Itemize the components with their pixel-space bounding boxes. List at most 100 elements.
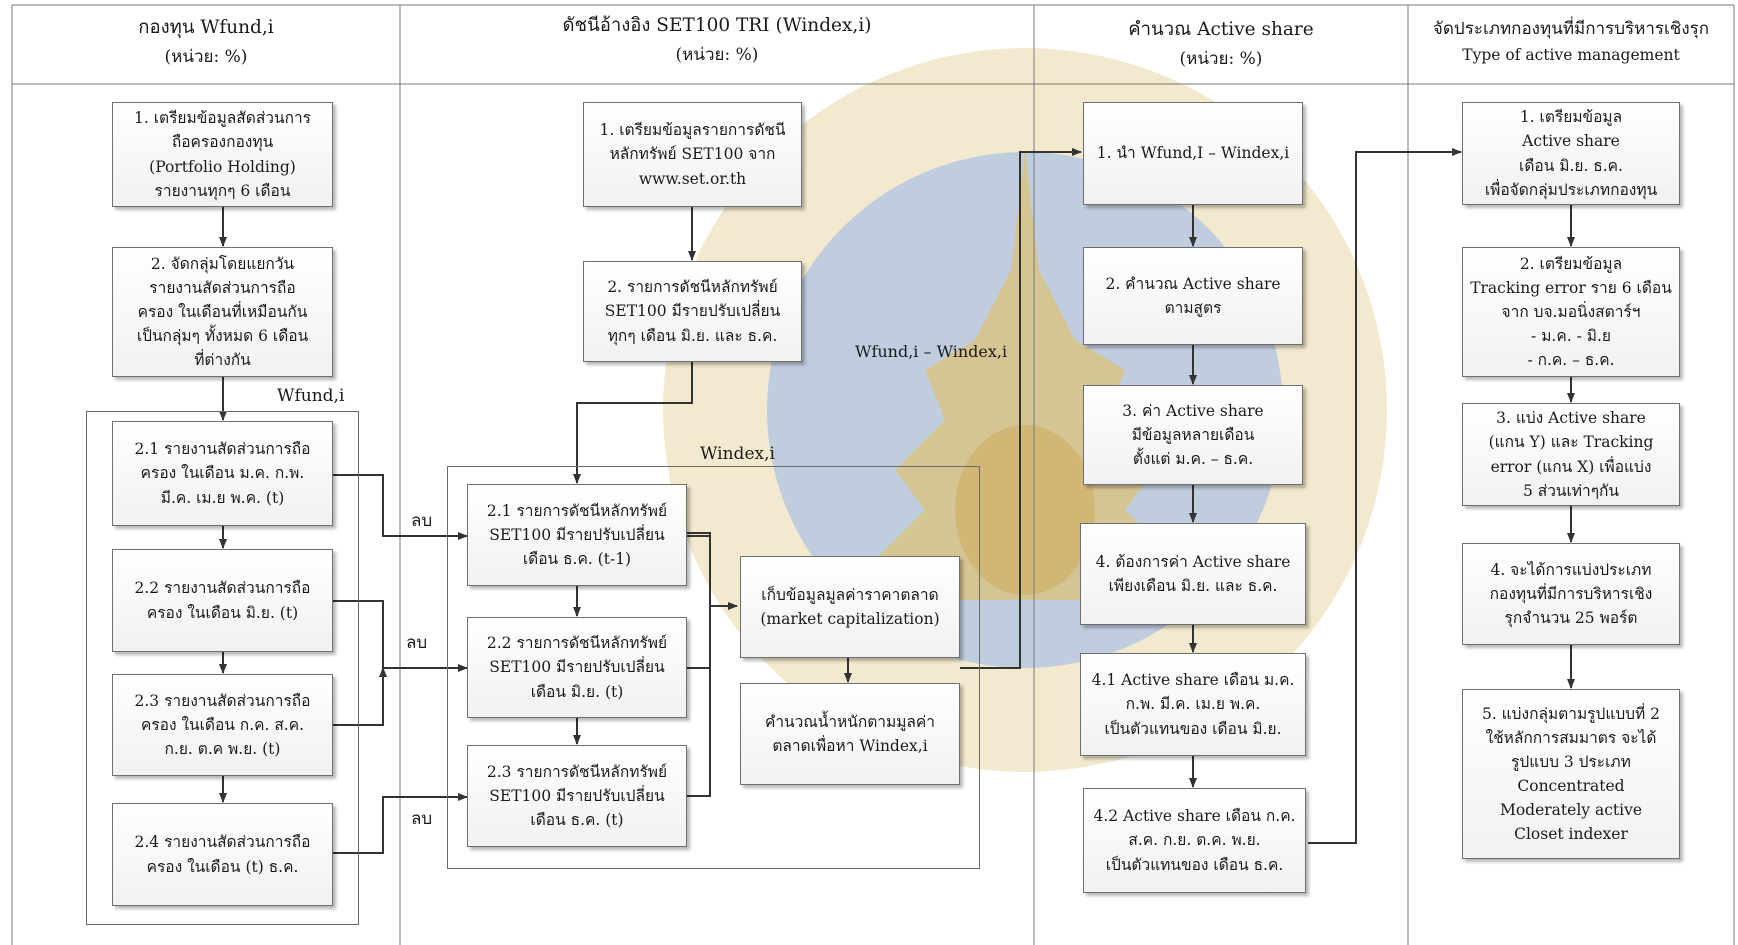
step-prepare-set100-list: 1. เตรียมข้อมูลรายการดัชนีหลักทรัพย์ SET…	[583, 102, 802, 207]
step-text-line: เดือน มิ.ย. (t)	[530, 682, 624, 701]
step-text-line: 1. เตรียมข้อมูล	[1519, 108, 1623, 127]
group-wfund-label: Wfund,i	[277, 386, 345, 406]
step-text-line: เดือน มิ.ย. ธ.ค.	[1519, 156, 1623, 175]
step-active-share-jul-nov: 4.2 Active share เดือน ก.ค. ส.ค. ก.ย. ต.ค…	[1083, 788, 1306, 893]
step-text-line: 2. จัดกลุ่มโดยแยกวัน	[150, 254, 295, 273]
step-holding-jan-may: 2.1 รายงานสัดส่วนการถือครอง ในเดือน ม.ค.…	[112, 421, 333, 526]
step-text-line: 4.2 Active share เดือน ก.ค.	[1093, 807, 1296, 826]
minus-label-3: ลบ	[411, 809, 433, 829]
step-text-line: ก.ย. ต.ค พ.ย. (t)	[164, 740, 281, 758]
step-text-line: 1. นำ Wfund,I – Windex,i	[1096, 144, 1290, 163]
step-text-line: error (แกน X) เพื่อแบ่ง	[1490, 457, 1652, 476]
step-text-line: 4.1 Active share เดือน ม.ค.	[1091, 671, 1295, 690]
step-text-line: 2.3 รายงานสัดส่วนการถือ	[134, 691, 311, 710]
step-text-line: ครอง ในเดือน (t) ธ.ค.	[146, 857, 299, 876]
step-text-line: 2. เตรียมข้อมูล	[1519, 254, 1623, 273]
step-text-line: Tracking error ราย 6 เดือน	[1470, 278, 1672, 297]
header-index: ดัชนีอ้างอิง SET100 TRI (Windex,i) (หน่ว…	[400, 12, 1034, 69]
step-text-line: SET100 มีรายปรับเปลี่ยน	[489, 786, 665, 805]
group-windex	[447, 466, 980, 869]
header-type: จัดประเภทกองทุนที่มีการบริหารเชิงรุก Typ…	[1408, 16, 1734, 69]
step-text-line: ครอง ในเดือน มิ.ย. (t)	[146, 603, 299, 622]
step-collect-market-cap: เก็บข้อมูลมูลค่าราคาตลาด(market capitali…	[740, 556, 960, 658]
step-text-line: กองทุนที่มีการบริหารเชิง	[1489, 584, 1653, 603]
step-text-line: Closet indexer	[1514, 825, 1628, 844]
step-text-line: 2.1 รายการดัชนีหลักทรัพย์	[486, 501, 668, 520]
step-holding-dec: 2.4 รายงานสัดส่วนการถือครอง ในเดือน (t) …	[112, 803, 333, 906]
step-subtract-weights: 1. นำ Wfund,I – Windex,i	[1083, 102, 1303, 205]
step-group-report-dates: 2. จัดกลุ่มโดยแยกวันรายงานสัดส่วนการถือค…	[112, 247, 333, 377]
step-text-line: 2. คำนวณ Active share	[1105, 274, 1281, 293]
step-split-quintiles: 3. แบ่ง Active share (แกน Y) และ Tracking…	[1462, 403, 1680, 506]
step-text-line: รุกจำนวน 25 พอร์ต	[1504, 609, 1638, 627]
step-text-line: Concentrated	[1517, 777, 1625, 795]
step-text-line: 2.4 รายงานสัดส่วนการถือ	[134, 833, 311, 852]
step-text-line: 5. แบ่งกลุ่มตามรูปแบบที่ 2	[1481, 704, 1661, 723]
step-set100-dec-t: 2.3 รายการดัชนีหลักทรัพย์ SET100 มีรายปรั…	[467, 745, 687, 847]
step-text-line: ทุกๆ เดือน มิ.ย. และ ธ.ค.	[607, 326, 778, 345]
step-calc-weight-windex: คำนวณน้ำหนักตามมูลค่าตลาดเพื่อหา Windex,…	[740, 683, 960, 785]
step-set100-rebalance: 2. รายการดัชนีหลักทรัพย์ SET100 มีรายปรับ…	[583, 261, 802, 362]
step-text-line: รูปแบบ 3 ประเภท	[1511, 752, 1631, 771]
step-text-line: ที่ต่างกัน	[194, 351, 251, 370]
step-text-line: มี.ค. เม.ย พ.ค. (t)	[160, 488, 285, 507]
step-text-line: 5 ส่วนเท่าๆกัน	[1522, 481, 1620, 500]
step-set100-jun-t: 2.2 รายการดัชนีหลักทรัพย์SET100 มีรายปรั…	[467, 617, 687, 718]
step-prepare-holding: 1. เตรียมข้อมูลสัดส่วนการถือครองกองทุน(P…	[112, 102, 333, 207]
step-text-line: เดือน ธ.ค. (t-1)	[522, 550, 632, 568]
header-type-title: จัดประเภทกองทุนที่มีการบริหารเชิงรุก	[1432, 19, 1710, 39]
group-wfund	[86, 411, 359, 925]
step-text-line: (market capitalization)	[760, 610, 940, 628]
step-text-line: ก.พ. มี.ค. เม.ย พ.ค.	[1125, 695, 1261, 714]
step-text-line: ส.ค. ก.ย. ต.ค. พ.ย.	[1128, 831, 1261, 850]
step-text-line: รายงานทุกๆ 6 เดือน	[154, 181, 291, 200]
step-text-line: เป็นกลุ่มๆ ทั้งหมด 6 เดือน	[136, 327, 309, 345]
header-active-share-title: คำนวณ Active share	[1128, 19, 1314, 40]
step-text-line: SET100 มีรายปรับเปลี่ยน	[604, 302, 781, 321]
step-holding-jul-nov: 2.3 รายงานสัดส่วนการถือครอง ในเดือน ก.ค.…	[112, 674, 333, 776]
step-text-line: 2.1 รายงานสัดส่วนการถือ	[134, 440, 311, 459]
minus-label-1: ลบ	[411, 511, 433, 531]
group-windex-label: Windex,i	[700, 444, 775, 464]
step-text-line: ครอง ในเดือน ม.ค. ก.พ.	[140, 464, 305, 483]
step-text-line: (แกน Y) และ Tracking	[1488, 433, 1654, 452]
step-text-line: 2. รายการดัชนีหลักทรัพย์	[607, 278, 778, 297]
step-25-portfolios: 4. จะได้การแบ่งประเภทกองทุนที่มีการบริหา…	[1462, 543, 1680, 645]
step-text-line: 4. ต้องการค่า Active share	[1095, 552, 1291, 571]
step-text-line: ถือครองกองทุน	[171, 133, 274, 152]
header-active-share: คำนวณ Active share (หน่วย: %)	[1034, 16, 1408, 73]
step-text-line: ครอง ในเดือน ก.ค. ส.ค.	[140, 715, 305, 734]
step-text-line: 3. ค่า Active share	[1122, 401, 1264, 420]
step-text-line: เดือน ธ.ค. (t)	[530, 811, 624, 829]
step-active-share-jan-may: 4.1 Active share เดือน ม.ค. ก.พ. มี.ค. เม…	[1080, 653, 1306, 756]
header-index-unit: (หน่วย: %)	[675, 44, 759, 65]
diff-label: Wfund,i – Windex,i	[855, 342, 1008, 361]
step-text-line: ครอง ในเดือนที่เหมือนกัน	[137, 302, 308, 321]
step-three-types: 5. แบ่งกลุ่มตามรูปแบบที่ 2 ใช้หลักการสมมา…	[1462, 689, 1680, 859]
step-text-line: ตั้งแต่ ม.ค. – ธ.ค.	[1132, 450, 1254, 468]
header-fund-unit: (หน่วย: %)	[164, 46, 248, 67]
step-text-line: Active share	[1522, 132, 1620, 151]
step-text-line: www.set.or.th	[638, 169, 747, 188]
step-text-line: 2.2 รายงานสัดส่วนการถือ	[134, 579, 311, 598]
step-text-line: รายงานสัดส่วนการถือ	[149, 278, 296, 297]
step-text-line: ตลาดเพื่อหา Windex,i	[772, 737, 928, 755]
step-text-line: 2.3 รายการดัชนีหลักทรัพย์	[486, 762, 668, 781]
header-type-unit: Type of active management	[1462, 46, 1680, 65]
header-active-share-unit: (หน่วย: %)	[1179, 48, 1263, 69]
step-text-line: เพื่อจัดกลุ่มประเภทกองทุน	[1484, 180, 1658, 199]
step-text-line: - ก.ค. – ธ.ค.	[1527, 351, 1615, 370]
step-text-line: - ม.ค. - มิ.ย	[1531, 327, 1611, 345]
step-text-line: (Portfolio Holding)	[149, 157, 296, 176]
step-text-line: 3. แบ่ง Active share	[1496, 409, 1646, 428]
step-text-line: Moderately active	[1499, 801, 1642, 820]
step-text-line: ใช้หลักการสมมาตร จะได้	[1485, 728, 1657, 747]
step-prepare-tracking-error: 2. เตรียมข้อมูล Tracking error ราย 6 เดือ…	[1462, 247, 1680, 377]
step-text-line: SET100 มีรายปรับเปลี่ยน	[489, 525, 665, 544]
step-text-line: หลักทรัพย์ SET100 จาก	[609, 145, 776, 164]
step-text-line: 1. เตรียมข้อมูลรายการดัชนี	[599, 121, 786, 140]
